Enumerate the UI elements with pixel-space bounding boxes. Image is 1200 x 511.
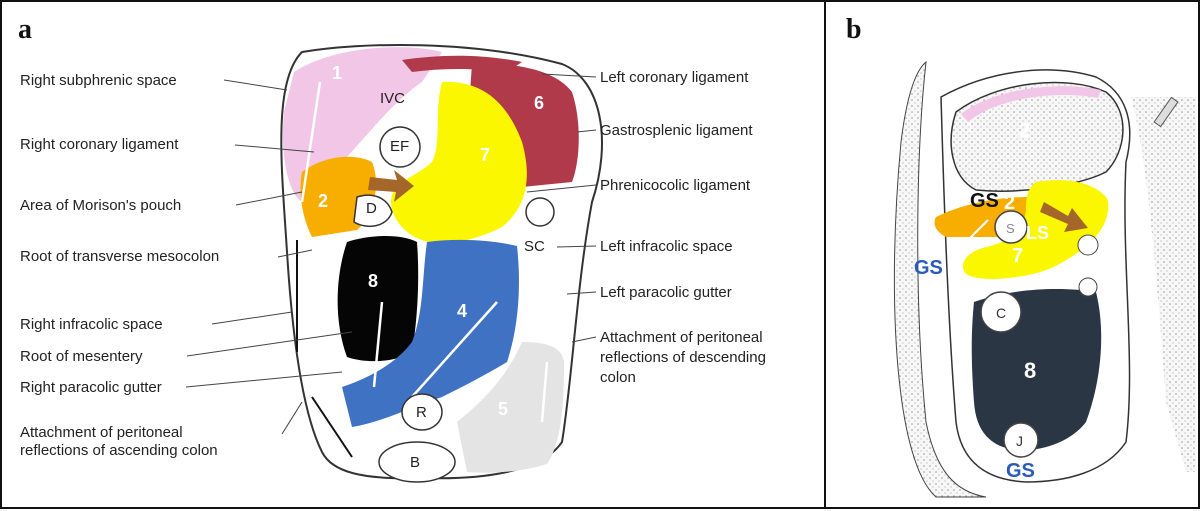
label-left-coronary-ligament: Left coronary ligament [600,69,749,86]
structure-d-outline [353,194,393,228]
paracolic-double-arrows [296,240,353,458]
region-number-4: 4 [457,301,468,321]
structure-b-circle [378,441,456,483]
label-b-1: 1 [966,119,974,135]
region-number-8: 8 [368,271,379,291]
flow-arrows [965,219,989,243]
label-b-gs-bottom: GS [1006,460,1035,482]
label-b-2-liver: 2 [1019,120,1031,142]
region-5-left-paracolic [457,342,564,473]
morison-to-lesser-sac-arrow [368,170,414,202]
flow-arrows [300,81,549,423]
label-sc: SC [524,238,545,255]
label-left-paracolic-gutter: Left paracolic gutter [600,284,732,301]
label-root-transverse-mesocolon: Root of transverse mesocolon [20,248,220,265]
label-b-2: 2 [1004,192,1016,214]
structure-r-circle [401,393,443,431]
posterior-body-wall [893,60,987,498]
label-b-8: 8 [1024,358,1037,383]
panel-b: b [826,0,1200,509]
label-right-paracolic-gutter: Right paracolic gutter [20,379,162,396]
region-number-7: 7 [480,145,491,165]
region-number-5: 5 [498,399,509,419]
tube [1153,96,1179,128]
label-right-subphrenic-space: Right subphrenic space [20,72,177,89]
anterior-body-wall [1131,97,1196,472]
right-leader-lines [526,73,597,343]
label-left-infracolic-space: Left infracolic space [600,238,733,255]
label-right-infracolic-space: Right infracolic space [20,316,163,333]
label-ef: EF [390,138,410,155]
label-attachment-ascending-line1: Attachment of peritoneal [20,424,183,441]
panel-b-diagram [893,60,1196,498]
structure-sc-circle [525,197,555,227]
structure-j-circle [1003,422,1039,458]
label-b: B [410,454,421,471]
label-gastrosplenic-ligament: Gastrosplenic ligament [600,122,753,139]
left-coronary-band [402,55,522,72]
region-number-6: 6 [534,93,545,113]
label-attachment-descending-line2: reflections of descending [600,349,766,366]
label-b-c: C [996,305,1007,321]
label-b-ls: LS [1026,223,1050,243]
label-root-of-mesentery: Root of mesentery [20,348,143,365]
structure-ef-circle [379,126,421,168]
label-r: R [416,404,427,421]
structure-c-circle [980,291,1022,333]
liver [950,81,1124,192]
label-attachment-descending-line3: colon [600,369,636,386]
label-morisons-pouch: Area of Morison's pouch [20,197,182,214]
label-d: D [366,200,377,217]
panel-letter-a: a [18,14,32,45]
region-8-right-infracolic [337,236,419,362]
label-phrenicocolic-ligament: Phrenicocolic ligament [600,177,751,194]
panel-letter-b: b [846,14,862,45]
label-b-s: S [1006,221,1015,236]
region-6-left-subphrenic [470,63,579,188]
left-leader-lines [185,79,353,435]
morison-to-lesser-sac-arrow [1040,202,1088,232]
bowel-loop-lower [1078,277,1098,297]
label-b-7: 7 [1012,245,1024,267]
region-7-lesser-sac [391,81,527,244]
panel-a: a [0,0,826,509]
label-b-j: J [1016,433,1023,449]
region-1-band [961,86,1101,122]
structure-s-circle [994,210,1028,244]
label-b-gs-top: GS [970,190,999,212]
region-7-lesser-sac [962,180,1109,279]
region-number-2: 2 [318,191,329,211]
region-number-1: 1 [332,63,343,83]
label-attachment-descending-line1: Attachment of peritoneal [600,329,763,346]
panel-a-diagram [185,43,603,483]
label-attachment-ascending-line2: reflections of ascending colon [20,442,218,459]
peritoneal-outline [940,69,1131,483]
label-ivc: IVC [380,90,406,107]
bowel-loop-upper [1077,234,1099,256]
label-b-gs-left: GS [914,257,943,279]
label-right-coronary-ligament: Right coronary ligament [20,136,179,153]
region-4-left-infracolic [342,239,519,427]
